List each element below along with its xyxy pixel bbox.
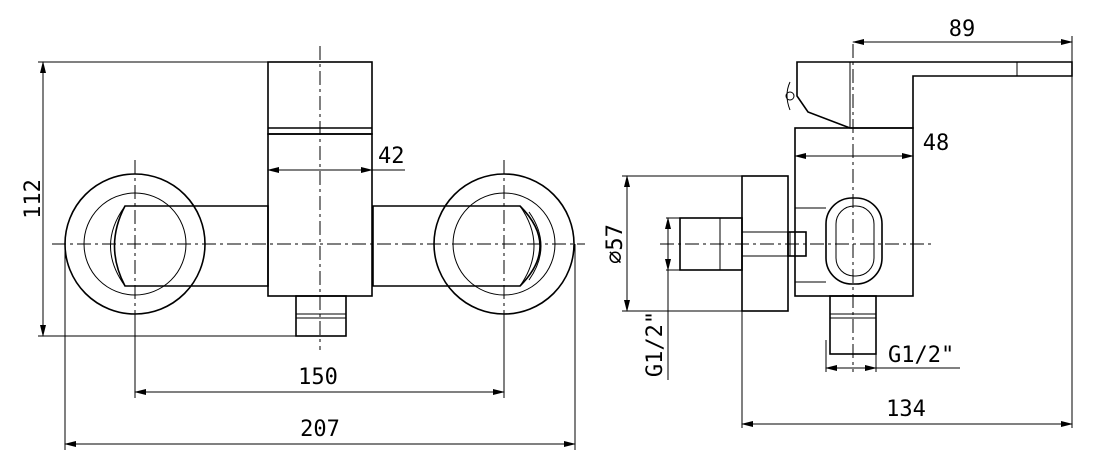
dim-overall-width: 207 [300,417,340,442]
side-view: 89 48 ⌀57 G1/2" G1/2" 134 [603,17,1073,428]
side-lever [785,61,1073,129]
diameter-symbol: ⌀ [603,251,628,264]
dim-flange-diameter-group: ⌀57 [603,224,628,264]
dim-front-height: 112 [21,179,46,219]
dim-cartridge-width: 42 [378,144,405,169]
front-view: 112 42 150 207 [21,46,585,450]
dim-inlet-thread: G1/2" [643,311,668,377]
dim-flange-diameter: 57 [603,224,628,251]
dim-body-width: 48 [923,131,950,156]
dim-side-depth: 134 [886,397,926,422]
side-body [794,127,914,297]
dim-center-distance: 150 [298,365,338,390]
svg-text:⌀57: ⌀57 [603,224,628,264]
dim-outlet-thread: G1/2" [888,343,954,368]
dim-spout-length: 89 [949,17,976,42]
